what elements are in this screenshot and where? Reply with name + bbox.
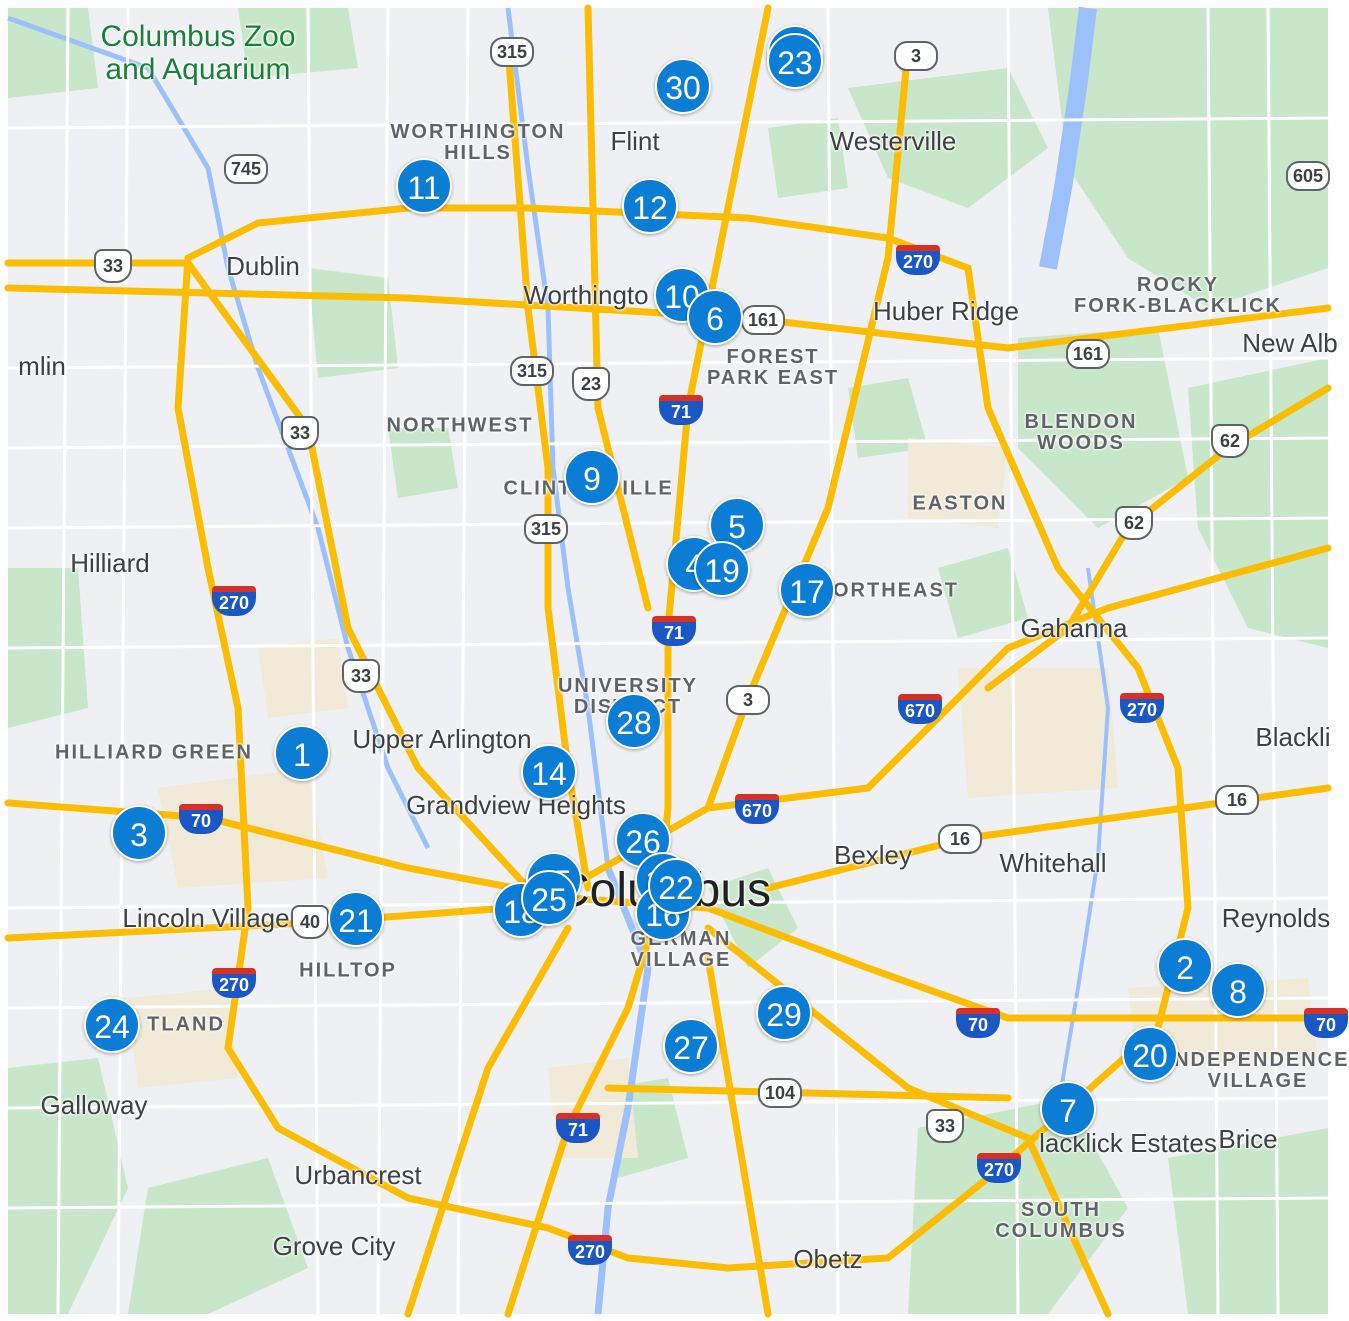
us-route-shield: 62 bbox=[1115, 506, 1153, 540]
us-route-shield: 23 bbox=[572, 367, 610, 401]
interstate-route-shield: 70 bbox=[956, 1008, 1000, 1038]
interstate-route-shield: 270 bbox=[977, 1153, 1021, 1183]
state-route-shield: 745 bbox=[224, 154, 268, 184]
place-label: Huber Ridge bbox=[873, 296, 1019, 326]
interstate-route-shield: 71 bbox=[556, 1113, 600, 1143]
interstate-route-shield: 270 bbox=[1120, 693, 1164, 723]
place-label: Blackli bbox=[1255, 722, 1331, 752]
map-marker[interactable]: 1 bbox=[274, 725, 330, 781]
place-label: ROCKY FORK-BLACKLICK bbox=[1074, 274, 1282, 317]
map-marker[interactable]: 22 bbox=[648, 858, 704, 914]
place-label: NORTHWEST bbox=[386, 414, 534, 437]
interstate-route-shield: 670 bbox=[898, 694, 942, 724]
state-route-shield: 161 bbox=[741, 305, 785, 335]
interstate-route-shield: 70 bbox=[1304, 1008, 1348, 1038]
map-marker[interactable]: 29 bbox=[756, 985, 812, 1041]
place-label: WORTHINGTON HILLS bbox=[390, 121, 566, 164]
map-marker[interactable]: 8 bbox=[1210, 962, 1266, 1018]
interstate-route-shield: 71 bbox=[652, 616, 696, 646]
map-marker[interactable]: 9 bbox=[564, 449, 620, 505]
state-route-shield: 3 bbox=[726, 685, 770, 715]
interstate-route-shield: 270 bbox=[212, 968, 256, 998]
us-route-shield: 33 bbox=[281, 416, 319, 450]
state-route-shield: 161 bbox=[1066, 339, 1110, 369]
place-label: TLAND bbox=[147, 1013, 225, 1036]
map-marker[interactable]: 30 bbox=[655, 58, 711, 114]
state-route-shield: 315 bbox=[524, 514, 568, 544]
us-route-shield: 33 bbox=[94, 249, 132, 283]
us-route-shield: 62 bbox=[1211, 424, 1249, 458]
interstate-route-shield: 270 bbox=[896, 245, 940, 275]
place-label: Dublin bbox=[226, 251, 300, 281]
interstate-route-shield: 270 bbox=[212, 586, 256, 616]
place-label: Westerville bbox=[829, 126, 957, 156]
map-marker[interactable]: 19 bbox=[694, 541, 750, 597]
place-label: Worthingto bbox=[523, 280, 649, 310]
place-label: CLINT bbox=[503, 477, 573, 500]
map-marker[interactable]: 11 bbox=[396, 158, 452, 214]
state-route-shield: 3 bbox=[894, 41, 938, 71]
place-label: mlin bbox=[18, 351, 66, 381]
place-label: BLENDON WOODS bbox=[1024, 411, 1138, 454]
place-label: Reynolds bbox=[1221, 903, 1331, 933]
state-route-shield: 315 bbox=[490, 37, 534, 67]
map-marker[interactable]: 25 bbox=[521, 870, 577, 926]
place-label: SOUTH COLUMBUS bbox=[995, 1199, 1127, 1242]
map-marker[interactable]: 12 bbox=[622, 178, 678, 234]
place-label: Urbancrest bbox=[294, 1160, 422, 1190]
state-route-shield: 605 bbox=[1286, 161, 1330, 191]
place-label: Obetz bbox=[793, 1244, 863, 1274]
map-marker[interactable]: 17 bbox=[779, 562, 835, 618]
interstate-route-shield: 71 bbox=[659, 395, 703, 425]
map-marker[interactable]: 28 bbox=[606, 693, 662, 749]
place-label: Lincoln Village bbox=[122, 903, 290, 933]
map-marker[interactable]: 14 bbox=[521, 744, 577, 800]
map-marker[interactable]: 3 bbox=[111, 805, 167, 861]
place-label: FOREST PARK EAST bbox=[706, 346, 840, 389]
interstate-route-shield: 270 bbox=[568, 1235, 612, 1265]
map-marker[interactable]: 27 bbox=[663, 1018, 719, 1074]
place-label: Whitehall bbox=[999, 848, 1107, 878]
urban-areas bbox=[128, 438, 1318, 1158]
place-label: New Alb bbox=[1242, 328, 1338, 358]
state-route-shield: 315 bbox=[510, 356, 554, 386]
map-marker[interactable]: 2 bbox=[1157, 938, 1213, 994]
map-marker[interactable]: 24 bbox=[84, 997, 140, 1053]
place-label: Flint bbox=[610, 126, 660, 156]
map-marker[interactable]: 6 bbox=[687, 289, 743, 345]
place-label: ILLE bbox=[622, 477, 674, 500]
place-label: HILLTOP bbox=[299, 959, 397, 982]
map-marker[interactable]: 21 bbox=[328, 891, 384, 947]
place-label: Upper Arlington bbox=[352, 724, 532, 754]
place-label: INDEPENDENCE VILLAGE bbox=[1166, 1049, 1349, 1092]
interstate-route-shield: 670 bbox=[735, 794, 779, 824]
place-label: Brice bbox=[1218, 1124, 1278, 1154]
state-route-shield: 104 bbox=[758, 1078, 802, 1108]
place-label: Bexley bbox=[833, 840, 913, 870]
map-marker[interactable]: 7 bbox=[1040, 1081, 1096, 1137]
map-marker[interactable]: 20 bbox=[1122, 1026, 1178, 1082]
interstate-route-shield: 70 bbox=[179, 804, 223, 834]
map-marker[interactable]: 23 bbox=[767, 33, 823, 89]
map-base-layer bbox=[4, 4, 1332, 1318]
us-route-shield: 33 bbox=[926, 1109, 964, 1143]
us-route-shield: 33 bbox=[342, 659, 380, 693]
place-label: HILLIARD GREEN bbox=[55, 741, 253, 764]
place-label: Grove City bbox=[272, 1231, 396, 1261]
state-route-shield: 16 bbox=[938, 824, 982, 854]
state-route-shield: 16 bbox=[1215, 785, 1259, 815]
place-label: ORTHEAST bbox=[833, 579, 959, 602]
place-label: Columbus Zoo and Aquarium bbox=[100, 20, 296, 86]
place-label: Galloway bbox=[40, 1090, 148, 1120]
place-label: Hilliard bbox=[70, 548, 150, 578]
us-route-shield: 40 bbox=[291, 905, 329, 939]
place-label: Gahanna bbox=[1020, 613, 1128, 643]
place-label: Grandview Heights bbox=[406, 790, 626, 820]
place-label: EASTON bbox=[912, 492, 1008, 515]
